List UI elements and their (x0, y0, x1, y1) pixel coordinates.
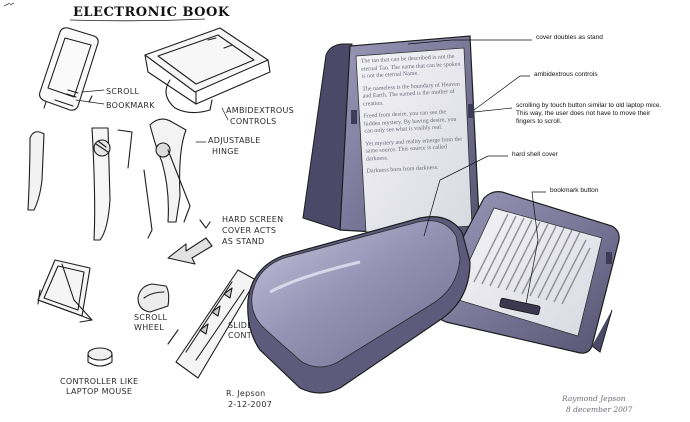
sketch-device-front (39, 27, 99, 111)
author-signature: Raymond Jepson (561, 394, 626, 403)
sketch-slider-control (167, 269, 257, 379)
label-scroll: SCROLL (106, 87, 139, 96)
render-shell-cover (247, 216, 471, 394)
standing-screen-text: The tao that can be described is not the… (361, 53, 470, 226)
sketch-stand-view (37, 259, 93, 323)
callout-hard-shell: hard shell cover (512, 151, 558, 158)
sketch-rotate-arrow (167, 237, 213, 265)
sketch-adjustable-hinge (143, 118, 191, 239)
bookmark-button[interactable] (499, 297, 541, 316)
callout-ambidextrous: ambidextrous controls (534, 71, 598, 78)
render-standing-device (302, 35, 481, 239)
screen-paragraph: The tao that can be described is not the… (360, 53, 461, 80)
render-reading-device (431, 191, 620, 354)
screen-paragraph: Freed from desire, you can see the hidde… (363, 109, 457, 135)
sketch-device-open (144, 27, 271, 114)
callout-cover-stand: cover doubles as stand (536, 34, 603, 41)
sketch-profile-left (27, 131, 45, 211)
label-bookmark: BOOKMARK (106, 101, 155, 110)
callout-bookmark: bookmark button (550, 187, 599, 194)
sketch-hinge-section (91, 127, 133, 241)
sketch-controller (87, 347, 113, 367)
sketch-signature-date: 2-12-2007 (228, 400, 272, 409)
callout-leaders (407, 39, 546, 305)
screen-paragraph: Yet mystery and reality emerge from the … (364, 136, 463, 163)
screen-paragraph: Darkness born from darkness. (366, 164, 439, 175)
title: ELECTRONIC BOOK (73, 5, 230, 20)
sketch-scroll-wheel (137, 283, 170, 313)
sketch-signature-name: R. Jepson (226, 389, 266, 398)
callout-scrolling: scrolling by touch button similar to old… (516, 102, 662, 125)
screen-paragraph: The nameless is the boundary of Heaven a… (362, 81, 460, 108)
author-date: 8 december 2007 (566, 405, 633, 414)
